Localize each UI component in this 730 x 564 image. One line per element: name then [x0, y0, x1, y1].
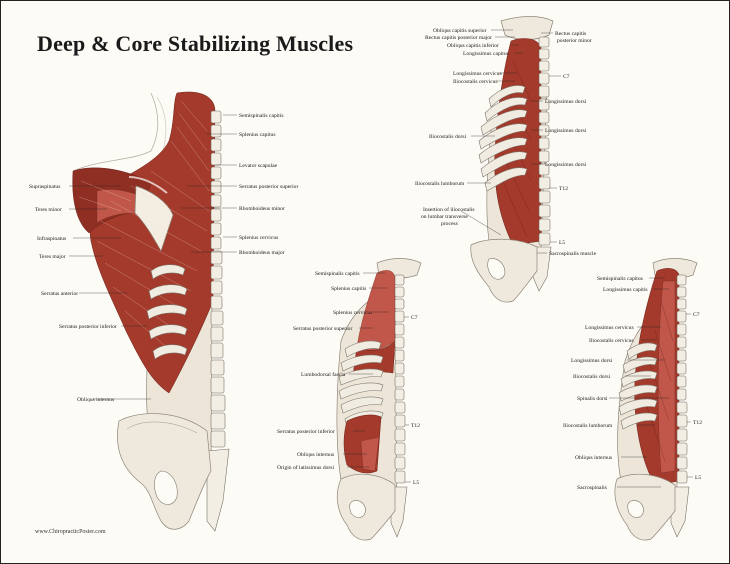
label-serratus-anterior: Serratus anterior — [41, 291, 78, 297]
figure-4-erector-spinae — [614, 258, 698, 541]
label-teres-minor: Teres minor — [35, 207, 62, 213]
label-serratus-posterior-inferior: Serratus posterior inferior — [59, 323, 117, 330]
label-iliocostalis-cervicus: Iliocostalis cervicus — [453, 79, 498, 85]
scapula — [134, 185, 174, 252]
label-spinalis-dorsi: Spinalis dorsi — [577, 396, 608, 402]
rib-strips — [146, 264, 188, 360]
label-semispinalis-capitus-fig4: Semispinalis capitus — [597, 276, 643, 282]
label-l5-fig4: L5 — [695, 475, 701, 481]
figure-2-labels-left: Obliqus capitis superior Rectus capitis … — [415, 28, 509, 227]
label-longissimus-dorsi-fig4: Longissimus dorsi — [571, 358, 613, 364]
label-longissimus-capitus: Longissimus capitus — [463, 51, 509, 57]
label-t12-fig4: T12 — [693, 420, 702, 426]
label-longissimus-cervicus: Longissimus cervicus — [453, 71, 502, 77]
figure-2-spine — [532, 36, 552, 292]
poster-title: Deep & Core Stabilizing Muscles — [37, 31, 354, 56]
label-longissimus-capitis-fig4: Longissimus capitis — [603, 287, 648, 293]
label-longissimus-dorsi-3: Longissimus dorsi — [545, 162, 587, 168]
label-semispinalis-capitis: Semispinalis capitis — [239, 113, 284, 119]
label-serratus-posterior-superior: Serratus posterior superior — [239, 184, 298, 190]
label-process: process — [441, 221, 458, 227]
figure-2-deep-back — [470, 16, 554, 303]
label-t12-fig3: T12 — [411, 423, 420, 429]
label-iliocostalis-lumborum: Iliocostalis lumborum — [415, 181, 465, 187]
label-rhomboideus-minor: Rhomboideus minor — [239, 206, 285, 212]
label-rectus-capitis-posterior-major: Rectus capitis posterior major — [425, 35, 492, 41]
label-insertion-of-iliocostalis: Insertion of iliocostalis — [423, 206, 475, 213]
figure-2-skull-base — [500, 16, 554, 40]
figure-4-labels-right: C7 T12 L5 — [693, 312, 702, 481]
label-longissimus-dorsi-1: Longissimus dorsi — [545, 99, 587, 105]
label-serratus-posterior-inferior-fig3: Serratus posterior inferior — [277, 428, 335, 435]
label-obliqus-internus: Obliqus internus — [77, 397, 114, 403]
label-splenius-capitis-fig3: Splenius capitis — [331, 286, 366, 292]
label-obliqus-capitis-superior: Obliqus capitis superior — [433, 28, 487, 34]
label-infraspinatus: Infraspinatus — [37, 235, 66, 242]
back-muscle-mass — [89, 91, 216, 394]
figure-1-labels-left: Supraspinatus Teres minor Infraspinatus … — [29, 184, 117, 403]
figure-2-labels-right: Rectus capitis posterior minor C7 Longis… — [545, 31, 597, 257]
label-on-lumbar-transverse: on lumbar transverse — [421, 214, 468, 220]
figure-1-leaders — [69, 114, 237, 400]
figure-3-labels-right: C7 T12 L5 — [411, 315, 420, 486]
figure-4-pelvis — [614, 473, 676, 541]
label-supraspinatus: Supraspinatus — [29, 184, 60, 190]
label-c7-fig4: C7 — [693, 312, 700, 318]
figure-1-labels-right: Semispinalis capitis Splenius capitus Le… — [239, 113, 298, 256]
label-l5-fig2: L5 — [559, 240, 565, 246]
label-posterior-minor: posterior minor — [557, 38, 592, 44]
figure-2-ribs — [478, 85, 528, 192]
label-rhomboideus-major: Rhomboideus major — [239, 250, 285, 256]
label-sacrospinalis: Sacrospinalis — [577, 485, 607, 491]
label-iliocostalis-dorsi-fig4: Iliocostalis dorsi — [573, 374, 611, 380]
figure-3-leaders — [343, 272, 411, 483]
label-teres-major: Teres major — [39, 254, 66, 260]
label-semispinalis-capitis-fig3: Semispinalis capitis — [315, 271, 360, 277]
label-splenius-cervicus: Splenius cervicus — [239, 235, 278, 241]
figure-4-ribs — [618, 342, 658, 430]
label-rectus-capitis: Rectus capitis — [555, 31, 586, 37]
figure-4-spine — [670, 274, 690, 538]
label-origin-of-latissimus-dorsi: Origin of latissimus dorsi — [277, 464, 334, 471]
website-credit: www.ChiropracticPoster.com — [35, 529, 106, 535]
label-iliocostalis-lumborum-fig4: Iliocostalis lumborum — [563, 423, 613, 429]
label-t12-fig2: T12 — [559, 186, 568, 192]
figure-3-spine — [390, 274, 408, 538]
figure-1-back-view — [72, 91, 230, 532]
figure-4-leaders — [609, 277, 693, 488]
label-splenius-capitus: Splenius capitus — [239, 132, 276, 138]
figure-4-labels-left: Semispinalis capitus Longissimus capitis… — [563, 276, 648, 491]
label-serratus-posterior-superior-fig3: Serratus posterior superior — [293, 326, 352, 332]
label-obliqus-internus-fig3: Obliqus internus — [297, 452, 334, 458]
figure-3-labels-left: Semispinalis capitis Splenius capitis Sp… — [277, 271, 372, 471]
figure-3-upper-muscles — [356, 270, 396, 351]
label-c7-fig2: C7 — [563, 74, 570, 80]
label-longissimus-dorsi-2: Longissimus dorsi — [545, 128, 587, 134]
figure-2-leaders — [460, 29, 561, 254]
label-obliqus-internus-fig4: Obliqus internus — [575, 455, 612, 461]
label-levator-scapulae: Levator scapulae — [239, 163, 278, 169]
label-splenius-cervicus-fig3: Splenius cervicus — [333, 310, 372, 316]
label-sacrospinalis-muscle: Sacrospinalis muscle — [549, 251, 597, 257]
figure-3-pelvis — [336, 473, 396, 541]
label-iliocostalis-dorsi: Iliocostalis dorsi — [429, 134, 467, 140]
label-iliocostalis-cervicus-fig4: Iliocostalis cervicus — [589, 338, 634, 344]
label-obliqus-capitis-inferior: Obliqus capitis inferior — [447, 42, 499, 49]
figure-3-side-back — [336, 258, 422, 541]
label-l5-fig3: L5 — [413, 480, 419, 486]
label-c7-fig3: C7 — [411, 315, 418, 321]
label-lumbodorsal-fascia: Lumbodorsal fascia — [301, 371, 346, 378]
label-longissimus-cervicus-fig4: Longissimus cervicus — [585, 325, 634, 331]
